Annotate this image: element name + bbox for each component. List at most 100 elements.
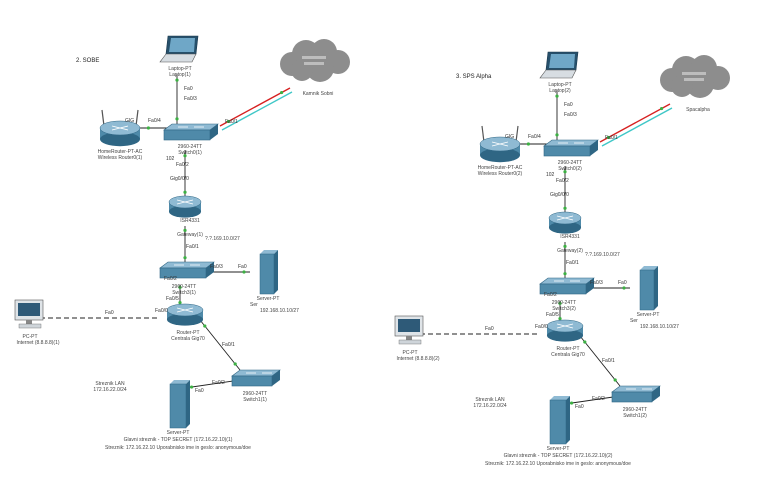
pc-screen [18,303,40,316]
port-label-msw_fa05: Fa0/5 [546,312,559,318]
server-icon[interactable] [169,380,190,429]
wireless-router-icon[interactable] [99,109,141,147]
bottom-switch-name: Switch1(1) [243,397,267,403]
link-status-dot [242,270,246,274]
link-line [599,103,671,143]
server-bottom-type: Server-PT [167,430,190,436]
cloud-lobe [686,70,714,98]
link-status-dot [175,117,179,121]
port-label-msw_fa02: Fa0/2 [164,276,177,282]
link-status-dot [660,106,664,111]
link [555,90,559,141]
pc-stand [26,320,32,324]
server-right-name: Ser [250,302,258,308]
cloud-stripe [304,62,324,65]
switch-front [163,129,211,141]
server-icon[interactable] [639,266,658,311]
port-label-msw_fa03: Fa0/3 [590,280,603,286]
link-status-dot [183,154,187,158]
link-line [219,87,291,127]
gateway-name: Gateway(1) [177,232,203,238]
link-status-dot [613,378,617,382]
router-icon[interactable] [479,136,521,163]
router-arrows [176,199,194,205]
laptop-icon[interactable] [539,51,579,79]
switch-icon[interactable] [163,123,219,141]
server-top [550,396,570,400]
server-icon[interactable] [549,396,570,445]
router-icon[interactable] [548,211,582,234]
laptop-display [549,54,575,68]
port-label-pc_fa0: Fa0 [485,326,494,332]
link-status-dot [190,385,194,389]
server-right-ip: 192.168.10.10/27 [640,324,679,330]
switch-top [163,123,219,131]
pc-base [18,323,42,329]
link-status-dot [183,228,187,232]
link [178,285,182,305]
link-line [579,335,621,387]
port-label-sw_fa04: Fa0/4 [528,134,541,140]
link-status-dot [526,142,530,146]
router-icon[interactable] [546,319,584,342]
server-side [274,250,278,294]
port-label-sw_fa03: Fa0/3 [184,96,197,102]
pc-icon[interactable] [394,315,424,345]
mid-switch-type: 2960-24TT [552,300,576,306]
switch-icon[interactable] [231,369,281,387]
switch-side [272,370,280,386]
router-bottom [169,205,201,218]
router-icon[interactable] [166,303,204,326]
server-front [549,399,567,445]
router-type: Router-PT [556,346,579,352]
cloud-lobe [306,54,334,82]
server-bottom-name: Glavni streznik - TOP SECRET (172.16.22.… [124,437,233,443]
pc-type: PC-PT [403,350,418,356]
server-top [170,380,190,384]
switch-icon[interactable] [611,385,661,403]
router-type: Router-PT [176,330,199,336]
switch-side [652,386,660,402]
pc-icon[interactable] [14,299,44,329]
link [183,226,187,262]
cloud-stripe [302,56,326,59]
mid-switch-name: Switch3(2) [552,306,576,312]
laptop-icon[interactable] [159,35,199,63]
server-top [640,266,658,270]
link-status-dot [570,401,574,405]
server-front [639,269,655,311]
link-status-dot [558,317,562,321]
antenna [481,125,485,143]
gateway-ip: ?.?.169.10.0/27 [585,252,620,258]
router-icon[interactable] [168,195,202,218]
router-arrows [556,215,574,221]
port-label-msw_fa05: Fa0/5 [166,296,179,302]
switch-icon[interactable] [159,261,215,279]
laptop-type: Laptop-PT [548,82,571,88]
link [579,335,621,387]
link [558,301,562,321]
link-status-dot [178,285,182,289]
cloud-name: Kamnik Sobni [303,91,334,97]
port-label-wr_gi: GIG [125,118,134,124]
footer-note: Streznik: 172.16.22.10 Uporabnisko ime i… [105,445,251,451]
switch-icon[interactable] [543,139,599,157]
router-icon[interactable] [99,120,141,147]
wireless-router-icon[interactable] [479,125,521,163]
port-label-gw_gig: Gig0/0/0 [550,192,569,198]
mid-switch-type: 2960-24TT [172,284,196,290]
server-icon[interactable] [259,250,278,295]
link-line [199,319,241,371]
router-arrows [111,125,129,131]
switch-side [590,140,598,156]
port-label-sw_fa02: Fa0/2 [556,178,569,184]
switch-icon[interactable] [539,277,595,295]
pc-base [398,339,422,345]
port-label-bsw_fa02: Fa0/2 [212,380,225,386]
link [219,87,291,127]
port-label-pc_fa0: Fa0 [105,310,114,316]
router-bottom [100,132,140,147]
wireless-type: HomeRouter-PT-AC [98,149,143,155]
